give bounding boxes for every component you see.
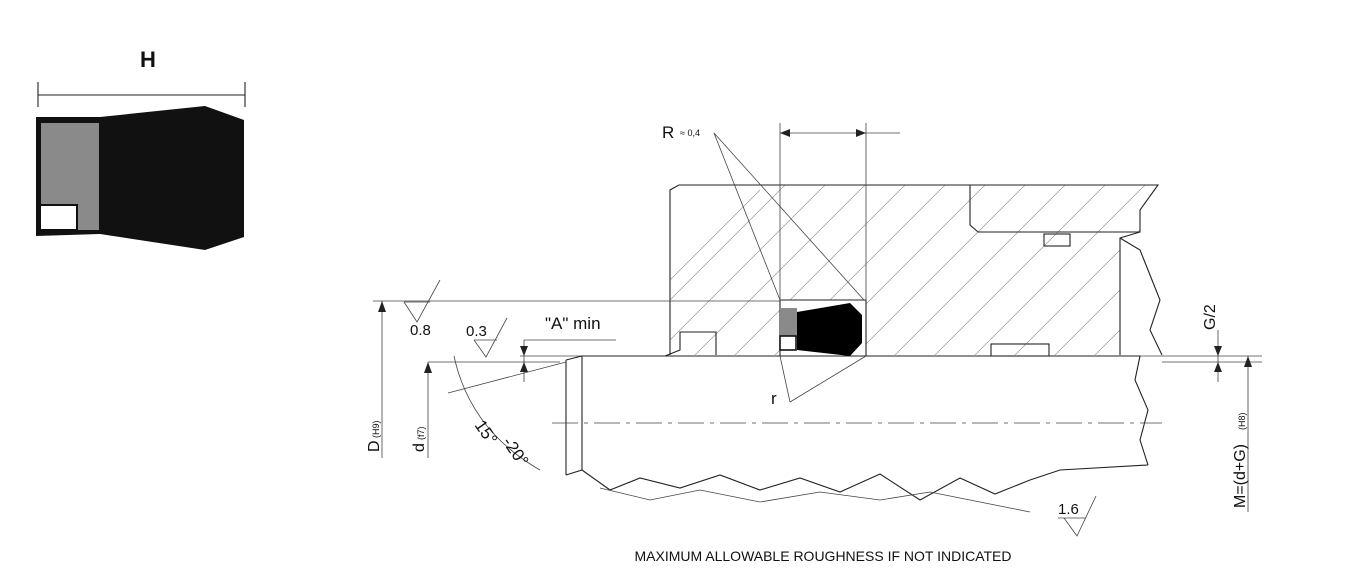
radius-leader-1	[713, 132, 781, 301]
h-dimension-label: H	[140, 47, 156, 72]
roughness-bore-value: 0.8	[410, 322, 431, 339]
installed-seal-insert	[780, 308, 797, 338]
corner-leader-2	[789, 355, 867, 403]
corner-label: r	[771, 389, 777, 408]
chamfer-angle-arc	[453, 355, 541, 471]
housing-step	[969, 185, 1140, 233]
housing-front-groove	[664, 331, 717, 357]
radius-label: R	[662, 123, 674, 142]
bore-tolerance-label: (H9)	[371, 420, 381, 438]
a-min-arrow-top	[520, 346, 528, 356]
rod-tolerance-label: (f7)	[416, 426, 426, 440]
groove-formula-label: M=(d+G)	[1232, 444, 1249, 508]
radius-leader-2	[713, 132, 865, 301]
roughness-rod-value: 1.6	[1058, 501, 1079, 518]
housing-outline	[669, 184, 1160, 355]
lead-in-chamfer-line	[447, 361, 567, 394]
bore-diameter-label: D	[366, 440, 383, 452]
roughness-symbol-rod	[1063, 495, 1097, 537]
rod-break-line-2	[599, 487, 1031, 513]
gap-label: G/2	[1202, 304, 1219, 330]
angle-label-1: 15°	[471, 416, 501, 448]
roughness-chamfer-value: 0.3	[466, 323, 487, 340]
installation-drawing: "A" min 0.8 0.3 1.6 R ≈ 0,4 r D (H9)	[366, 123, 1262, 564]
roughness-symbol-bore	[403, 279, 441, 323]
corner-leader-1	[779, 355, 791, 403]
rod-diameter-label: d	[411, 443, 428, 452]
installed-seal-body	[797, 303, 862, 356]
rod-outline	[565, 355, 1149, 466]
housing-groove-top	[1043, 233, 1071, 247]
groove-tolerance-label: (H8)	[1237, 412, 1247, 430]
a-min-label: "A" min	[545, 314, 601, 333]
roughness-note: MAXIMUM ALLOWABLE ROUGHNESS IF NOT INDIC…	[634, 548, 1011, 564]
seal-profile: H	[36, 47, 246, 250]
seal-profile-ring	[39, 204, 78, 231]
housing-hatching	[670, 185, 1158, 355]
rod-break-line	[565, 464, 1149, 501]
a-min-arrow-bottom	[520, 362, 528, 372]
installed-seal-ring	[779, 335, 797, 351]
radius-value: ≈ 0,4	[680, 128, 700, 138]
angle-label-2: -20°	[499, 433, 533, 470]
housing-break-line	[1119, 237, 1163, 356]
roughness-symbol-chamfer	[473, 317, 508, 358]
